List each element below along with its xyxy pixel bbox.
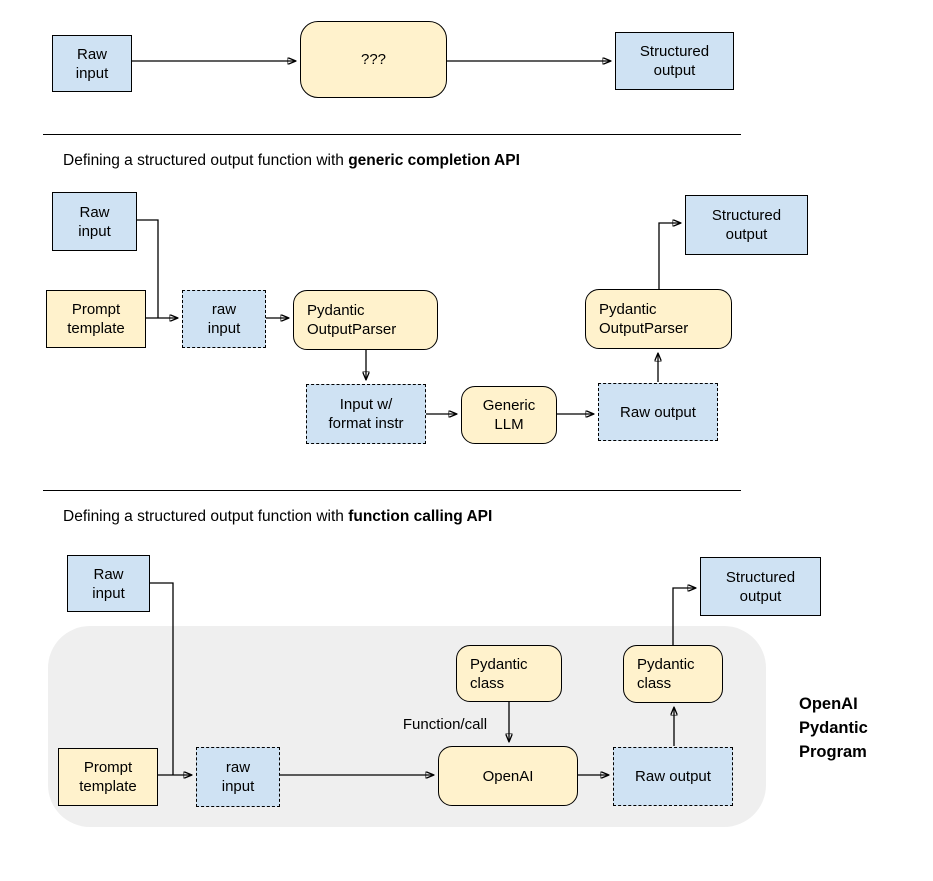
function-call-edge-label: Function/call — [402, 716, 488, 733]
generic-input-format-node: Input w/ format instr — [306, 384, 426, 444]
fncall-raw-input-node: Raw input — [67, 555, 150, 612]
fncall-prompt-template-node: Prompt template — [58, 748, 158, 806]
fncall-section-heading: Defining a structured output function wi… — [63, 507, 492, 526]
generic-raw-input-intermediate-node: raw input — [182, 290, 266, 348]
section-divider — [43, 490, 741, 491]
heading-bold-text: generic completion API — [348, 152, 520, 169]
arrow-parser-to-structured — [658, 223, 680, 289]
openai-pydantic-program-label: OpenAI Pydantic Program — [799, 695, 868, 761]
top-mystery-node: ??? — [300, 21, 447, 98]
fncall-pydantic-class-node-a: Pydantic class — [456, 645, 562, 702]
fncall-pydantic-class-node-b: Pydantic class — [623, 645, 723, 703]
generic-output-parser-node-b: Pydantic OutputParser — [585, 289, 732, 349]
section-divider — [43, 134, 741, 135]
generic-structured-output-node: Structured output — [685, 195, 808, 255]
generic-raw-output-node: Raw output — [598, 383, 718, 441]
fncall-raw-input-intermediate-node: raw input — [196, 747, 280, 807]
top-structured-output-node: Structured output — [615, 32, 734, 90]
fncall-structured-output-node: Structured output — [700, 557, 821, 616]
generic-prompt-template-node: Prompt template — [46, 290, 146, 348]
generic-section-heading: Defining a structured output function wi… — [63, 151, 520, 170]
top-raw-input-node: Raw input — [52, 35, 132, 92]
fncall-openai-node: OpenAI — [438, 746, 578, 806]
generic-raw-input-node: Raw input — [52, 192, 137, 251]
heading-bold-text: function calling API — [348, 508, 493, 525]
fncall-raw-output-node: Raw output — [613, 747, 733, 806]
generic-llm-node: Generic LLM — [461, 386, 557, 444]
heading-text: Defining a structured output function wi… — [63, 152, 349, 169]
heading-text: Defining a structured output function wi… — [63, 508, 349, 525]
generic-output-parser-node-a: Pydantic OutputParser — [293, 290, 438, 350]
